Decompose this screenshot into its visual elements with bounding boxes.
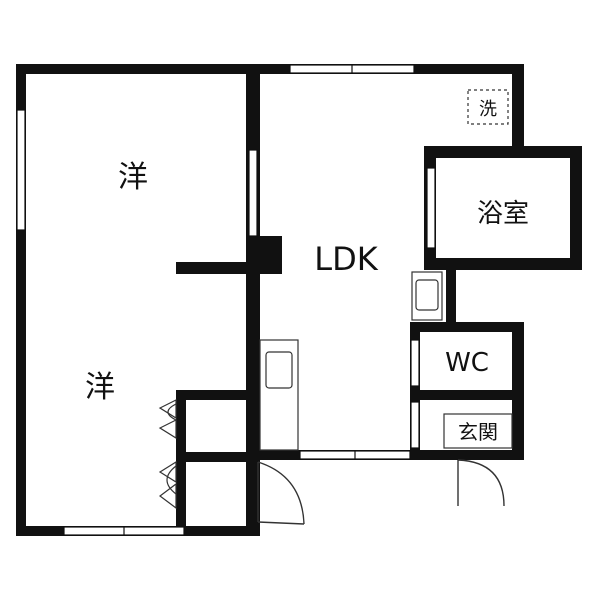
- room-label-wc: WC: [445, 348, 489, 378]
- entrance-box: [443, 413, 513, 449]
- window-partition: [248, 149, 258, 237]
- wall-bathroom-bottom: [424, 258, 582, 270]
- door-entrance-arc: [457, 459, 505, 507]
- wall-wc-upper: [446, 266, 456, 324]
- wall-right-upper: [512, 64, 524, 154]
- wall-bathroom-right: [570, 146, 582, 270]
- wc-block: [410, 266, 524, 460]
- room-label-western-upper: 洋: [118, 160, 148, 195]
- wall-top: [16, 64, 524, 74]
- door-main-sill: [257, 521, 305, 525]
- closet-arc-2: [166, 465, 177, 495]
- window-left: [16, 109, 26, 231]
- kitchen-sink-icon: [265, 351, 293, 389]
- wall-closet-top: [176, 390, 260, 400]
- window-wc: [410, 339, 420, 387]
- closet-doors: [158, 399, 177, 510]
- room-label-western-lower: 洋: [85, 370, 115, 405]
- pillar: [252, 236, 282, 274]
- room-label-ldk: LDK: [314, 240, 378, 278]
- wall-left: [16, 64, 26, 536]
- fixtures: [259, 89, 509, 451]
- wall-wc-left: [410, 322, 420, 460]
- closet-door-2b: [159, 482, 177, 510]
- door-main: [257, 461, 305, 525]
- room-label-washer: 洗: [479, 99, 497, 120]
- wall-wc-top: [410, 322, 524, 332]
- window-entrance: [410, 401, 420, 449]
- window-bathroom: [426, 167, 436, 249]
- door-entrance: [457, 459, 505, 507]
- wall-wc-bottom: [410, 390, 524, 400]
- closets: [176, 390, 260, 536]
- wall-closet-left: [176, 390, 186, 536]
- door-main-arc: [257, 461, 305, 525]
- washer-space: [467, 89, 509, 125]
- room-label-bathroom: 浴室: [477, 199, 529, 229]
- wall-closet-mid: [176, 452, 260, 462]
- windows: [16, 64, 436, 536]
- closet-door-1b: [158, 419, 177, 440]
- closet-arc-1: [167, 403, 177, 421]
- wall-bathroom-top: [424, 146, 582, 158]
- wall-stub-western: [176, 262, 258, 274]
- wall-entrance-bottom: [410, 450, 524, 460]
- vanity-basin-icon: [415, 279, 439, 311]
- room-label-entrance: 玄関: [458, 420, 498, 444]
